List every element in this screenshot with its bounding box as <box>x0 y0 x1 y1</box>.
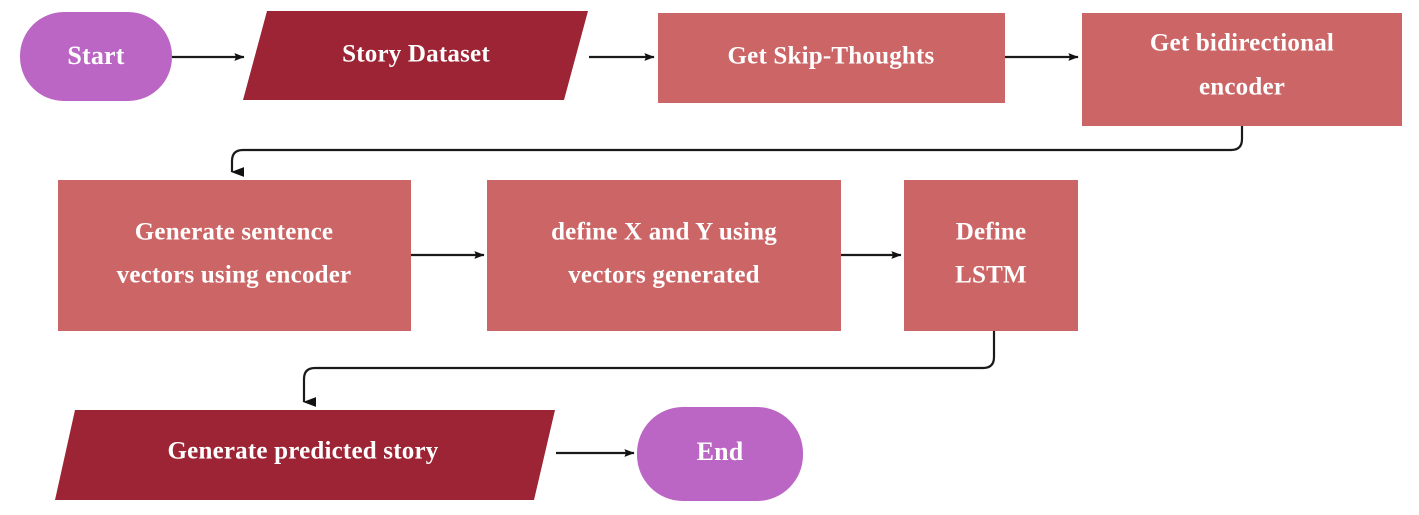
end-label: End <box>697 437 744 466</box>
story-dataset-label: Story Dataset <box>342 41 490 68</box>
generate-predicted-story-shape <box>55 410 555 500</box>
get-skip-thoughts-shape <box>658 13 1005 103</box>
get-bidirectional-encoder-shape <box>1082 13 1402 126</box>
story-dataset-shape <box>243 11 588 100</box>
node-get-bidirectional-encoder[interactable]: Get bidirectional encoder <box>1082 13 1402 126</box>
start-shape <box>20 12 172 101</box>
node-story-dataset[interactable]: Story Dataset <box>243 11 588 100</box>
node-generate-predicted-story[interactable]: Generate predicted story <box>55 410 555 500</box>
end-shape <box>637 407 803 501</box>
node-define-lstm[interactable]: Define LSTM <box>904 180 1078 331</box>
node-get-skip-thoughts[interactable]: Get Skip-Thoughts <box>658 13 1005 103</box>
start-label: Start <box>67 41 124 70</box>
node-generate-sentence-vectors[interactable]: Generate sentence vectors using encoder <box>58 180 411 331</box>
define-lstm-shape <box>904 180 1078 331</box>
connector-encoder-to-generate-vectors <box>230 126 1244 177</box>
define-x-and-y-label-line1: define X and Y using <box>551 219 777 246</box>
define-x-and-y-shape <box>487 180 841 331</box>
generate-sentence-vectors-label-line2: vectors using encoder <box>117 262 352 289</box>
define-x-and-y-label-line2: vectors generated <box>568 262 760 289</box>
generate-sentence-vectors-label-line1: Generate sentence <box>135 219 333 246</box>
generate-sentence-vectors-shape <box>58 180 411 331</box>
define-lstm-label-line1: Define <box>956 219 1027 246</box>
node-start[interactable]: Start <box>20 12 172 101</box>
node-define-x-and-y[interactable]: define X and Y using vectors generated <box>487 180 841 331</box>
define-lstm-label-line2: LSTM <box>955 262 1027 289</box>
get-bidirectional-encoder-label-line2: encoder <box>1199 74 1285 101</box>
get-bidirectional-encoder-label-line1: Get bidirectional <box>1150 30 1334 57</box>
connector-define-lstm-to-predicted-story <box>302 331 996 407</box>
get-skip-thoughts-label: Get Skip-Thoughts <box>728 43 935 70</box>
generate-predicted-story-label: Generate predicted story <box>168 438 439 465</box>
node-end[interactable]: End <box>637 407 803 501</box>
